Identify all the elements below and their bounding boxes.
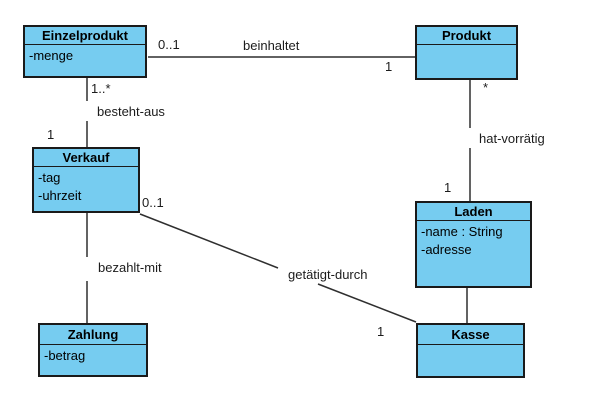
class-attribute: -menge (29, 48, 74, 63)
class-box-produkt: Produkt (415, 25, 518, 80)
association-line-getaetigt-durch-a (139, 213, 279, 269)
multiplicity-getaetigt-durch-kasse: 1 (377, 324, 385, 339)
class-box-laden: Laden -name : String -adresse (415, 201, 532, 288)
class-attributes (417, 45, 516, 78)
class-title: Verkauf (34, 149, 138, 167)
class-box-zahlung: Zahlung -betrag (38, 323, 148, 377)
class-title: Zahlung (40, 325, 146, 345)
class-box-kasse: Kasse (416, 323, 525, 378)
class-attributes: -name : String -adresse (417, 221, 530, 286)
class-attributes: -tag -uhrzeit (34, 167, 138, 211)
class-attribute: -tag (38, 170, 61, 185)
class-title: Produkt (417, 27, 516, 45)
class-attribute: -name : String (421, 224, 503, 239)
association-label-besteht-aus: besteht-aus (97, 104, 165, 119)
class-attributes: -menge (25, 45, 145, 76)
multiplicity-hat-vorraetig-laden: 1 (444, 180, 452, 195)
multiplicity-getaetigt-durch-verkauf: 0..1 (142, 195, 164, 210)
class-title: Laden (417, 203, 530, 221)
class-box-einzelprodukt: Einzelprodukt -menge (23, 25, 147, 78)
class-title: Einzelprodukt (25, 27, 145, 45)
class-attribute: -adresse (421, 242, 472, 257)
class-box-verkauf: Verkauf -tag -uhrzeit (32, 147, 140, 213)
multiplicity-besteht-aus-einzelprodukt: 1..* (91, 81, 111, 96)
association-label-bezahlt-mit: bezahlt-mit (98, 260, 162, 275)
multiplicity-beinhaltet-produkt: 1 (385, 59, 393, 74)
class-attributes (418, 345, 523, 376)
class-attribute: -betrag (44, 348, 86, 363)
association-line-getaetigt-durch-b (317, 283, 417, 323)
multiplicity-hat-vorraetig-produkt: * (483, 80, 489, 95)
class-title: Kasse (418, 325, 523, 345)
multiplicity-beinhaltet-einzelprodukt: 0..1 (158, 37, 180, 52)
association-label-getaetigt-durch: getätigt-durch (288, 267, 368, 282)
multiplicity-besteht-aus-verkauf: 1 (47, 127, 55, 142)
class-attributes: -betrag (40, 345, 146, 375)
association-label-hat-vorraetig: hat-vorrätig (479, 131, 545, 146)
association-label-beinhaltet: beinhaltet (243, 38, 300, 53)
class-attribute: -uhrzeit (38, 188, 82, 203)
